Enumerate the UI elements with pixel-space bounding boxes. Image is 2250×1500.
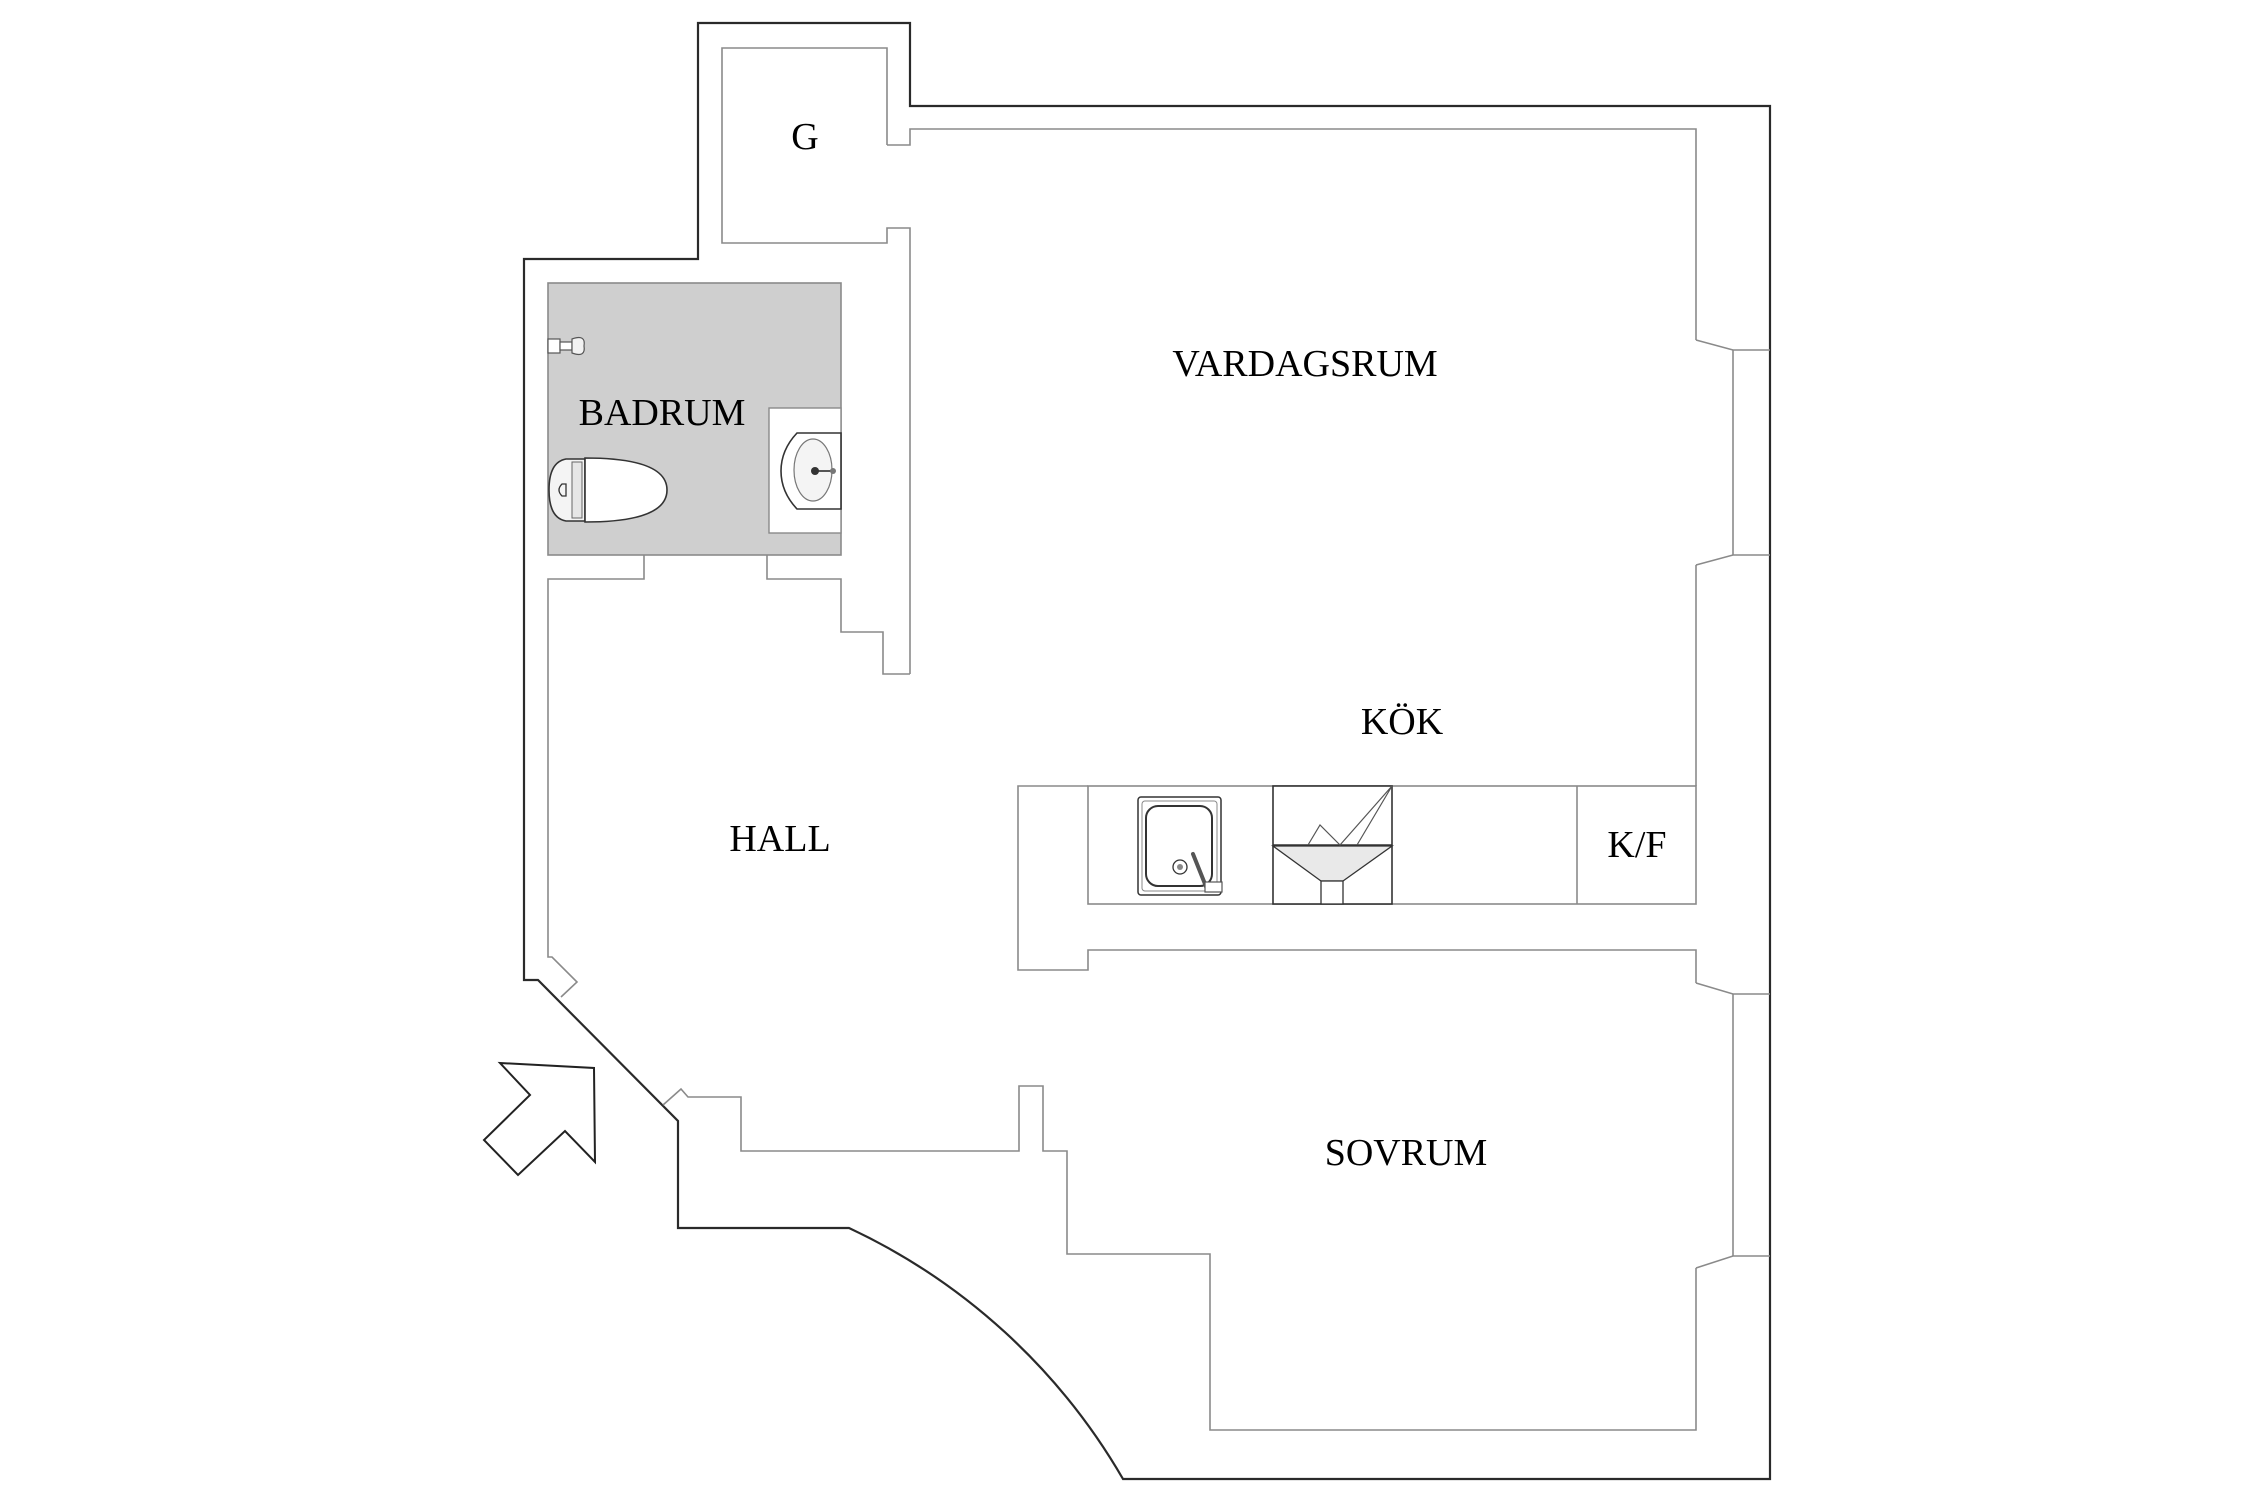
kitchen-wall — [1017, 785, 1697, 983]
room-label-hall: HALL — [729, 818, 830, 860]
room-label-bathroom: BADRUM — [579, 392, 746, 434]
window-bedroom — [1695, 982, 1770, 1269]
room-label-storage: G — [791, 116, 818, 158]
room-label-living-room: VARDAGSRUM — [1172, 343, 1437, 385]
bathroom-door-jambs — [547, 555, 645, 998]
shower-head-icon — [547, 336, 585, 356]
bathroom-right-step — [766, 555, 910, 675]
kitchen-sink-icon — [1137, 796, 1223, 896]
toilet-icon — [548, 457, 668, 523]
room-label-kitchen: KÖK — [1361, 701, 1444, 743]
entrance-arrow-icon — [482, 1061, 597, 1177]
room-label-fridge-freezer: K/F — [1607, 824, 1666, 866]
outer-wall — [522, 21, 1772, 1481]
window-living-room — [1695, 339, 1770, 566]
stove-hood-icon — [1271, 785, 1395, 905]
hall-bottom-wall — [662, 1085, 1697, 1431]
storage-wall — [721, 47, 911, 674]
room-label-bedroom: SOVRUM — [1325, 1132, 1488, 1174]
washbasin-icon — [768, 407, 842, 534]
storage-door-jamb — [887, 128, 1697, 340]
